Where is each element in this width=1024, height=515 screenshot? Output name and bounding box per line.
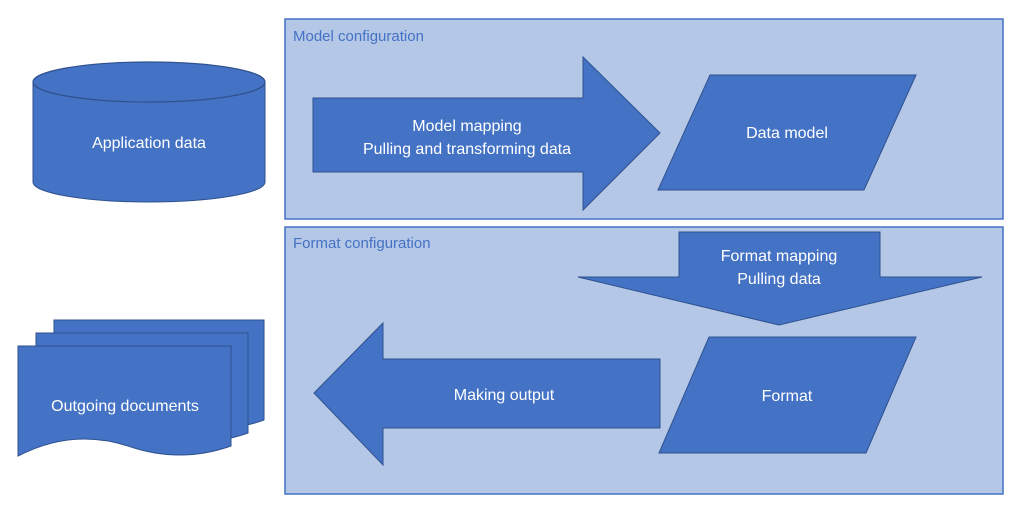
application-data-label: Application data [92, 135, 206, 152]
format-label: Format [762, 388, 813, 405]
format-configuration-panel: Format configuration Format mapping Pull… [284, 226, 1004, 495]
making-output-arrow: Making output [313, 321, 661, 467]
model-configuration-panel: Model configuration Model mapping Pullin… [284, 18, 1004, 220]
data-model-parallelogram: Data model [657, 74, 917, 191]
format-configuration-title: Format configuration [293, 235, 431, 252]
format-parallelogram: Format [658, 336, 917, 454]
making-output-label: Making output [454, 387, 555, 404]
format-mapping-label: Format mapping [721, 248, 838, 265]
model-mapping-sublabel: Pulling and transforming data [363, 141, 571, 158]
format-mapping-arrow: Format mapping Pulling data [577, 231, 983, 326]
outgoing-documents-shape: Outgoing documents [17, 319, 265, 457]
application-data-cylinder: Application data [32, 61, 266, 203]
model-mapping-label: Model mapping [412, 118, 521, 135]
model-configuration-title: Model configuration [293, 28, 424, 45]
format-mapping-sublabel: Pulling data [737, 271, 821, 288]
data-model-label: Data model [746, 125, 828, 142]
model-mapping-arrow: Model mapping Pulling and transforming d… [312, 55, 661, 212]
outgoing-documents-label: Outgoing documents [51, 398, 199, 415]
